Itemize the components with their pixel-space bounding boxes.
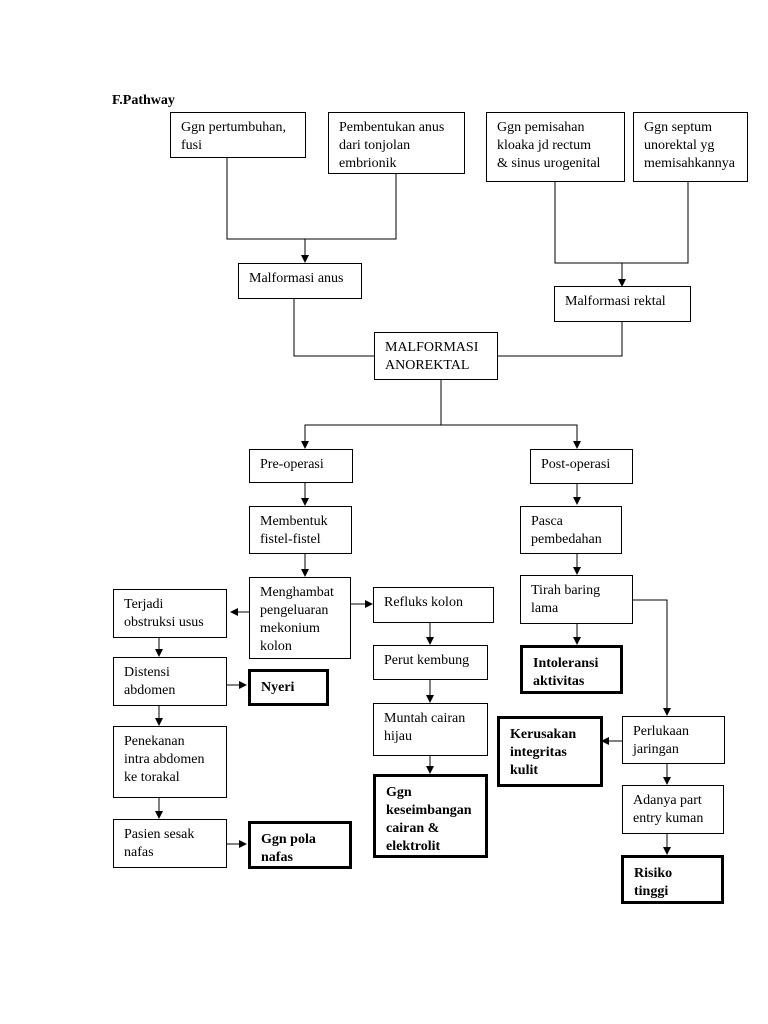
node-adanya-part: Adanya part entry kuman xyxy=(622,785,724,834)
line-rektal-to-center xyxy=(498,322,623,357)
node-intoleransi-aktivitas: Intoleransi aktivitas xyxy=(520,645,623,694)
node-ggn-keseimbangan: Ggn keseimbangan cairan & elektrolit xyxy=(373,774,488,858)
node-membentuk-fistel: Membentuk fistel-fistel xyxy=(249,506,352,554)
line-causes-right xyxy=(554,182,689,264)
node-nyeri: Nyeri xyxy=(248,669,329,706)
arrow-to-pre-operasi xyxy=(301,380,442,449)
node-malformasi-anus: Malformasi anus xyxy=(238,263,362,299)
node-menghambat: Menghambat pengeluaran mekonium kolon xyxy=(249,577,351,659)
node-pasca-pembedahan: Pasca pembedahan xyxy=(520,506,622,554)
node-kerusakan-integritas: Kerusakan integritas kulit xyxy=(497,716,603,787)
node-ggn-pemisahan: Ggn pemisahan kloaka jd rectum & sinus u… xyxy=(486,112,625,182)
node-pembentukan-anus: Pembentukan anus dari tonjolan embrionik xyxy=(328,112,465,174)
node-penekanan: Penekanan intra abdomen ke torakal xyxy=(113,726,227,798)
node-perut-kembung: Perut kembung xyxy=(373,645,488,680)
arrow-to-perlukaan xyxy=(633,599,671,716)
node-terjadi-obstruksi: Terjadi obstruksi usus xyxy=(113,589,227,638)
node-refluks-kolon: Refluks kolon xyxy=(373,587,494,623)
node-tirah-baring: Tirah baring lama xyxy=(520,575,633,624)
node-muntah-cairan: Muntah cairan hijau xyxy=(373,703,488,756)
node-ggn-pertumbuhan: Ggn pertumbuhan, fusi xyxy=(170,112,306,158)
node-perlukaan-jaringan: Perlukaan jaringan xyxy=(622,716,725,764)
page-title: F.Pathway xyxy=(112,93,175,108)
node-ggn-septum: Ggn septum unorektal yg memisahkannya xyxy=(633,112,748,182)
node-ggn-pola-nafas: Ggn pola nafas xyxy=(248,821,352,869)
node-distensi-abdomen: Distensi abdomen xyxy=(113,657,227,706)
node-pasien-sesak: Pasien sesak nafas xyxy=(113,819,227,868)
node-malformasi-anorektal: MALFORMASI ANOREKTAL xyxy=(374,332,498,380)
line-causes-left xyxy=(226,158,397,240)
arrow-to-post-operasi xyxy=(441,424,581,449)
line-anus-to-center xyxy=(293,299,374,357)
node-risiko-tinggi: Risiko tinggi xyxy=(621,855,724,904)
node-malformasi-rektal: Malformasi rektal xyxy=(554,286,691,322)
node-pre-operasi: Pre-operasi xyxy=(249,449,353,483)
node-post-operasi: Post-operasi xyxy=(530,449,633,484)
